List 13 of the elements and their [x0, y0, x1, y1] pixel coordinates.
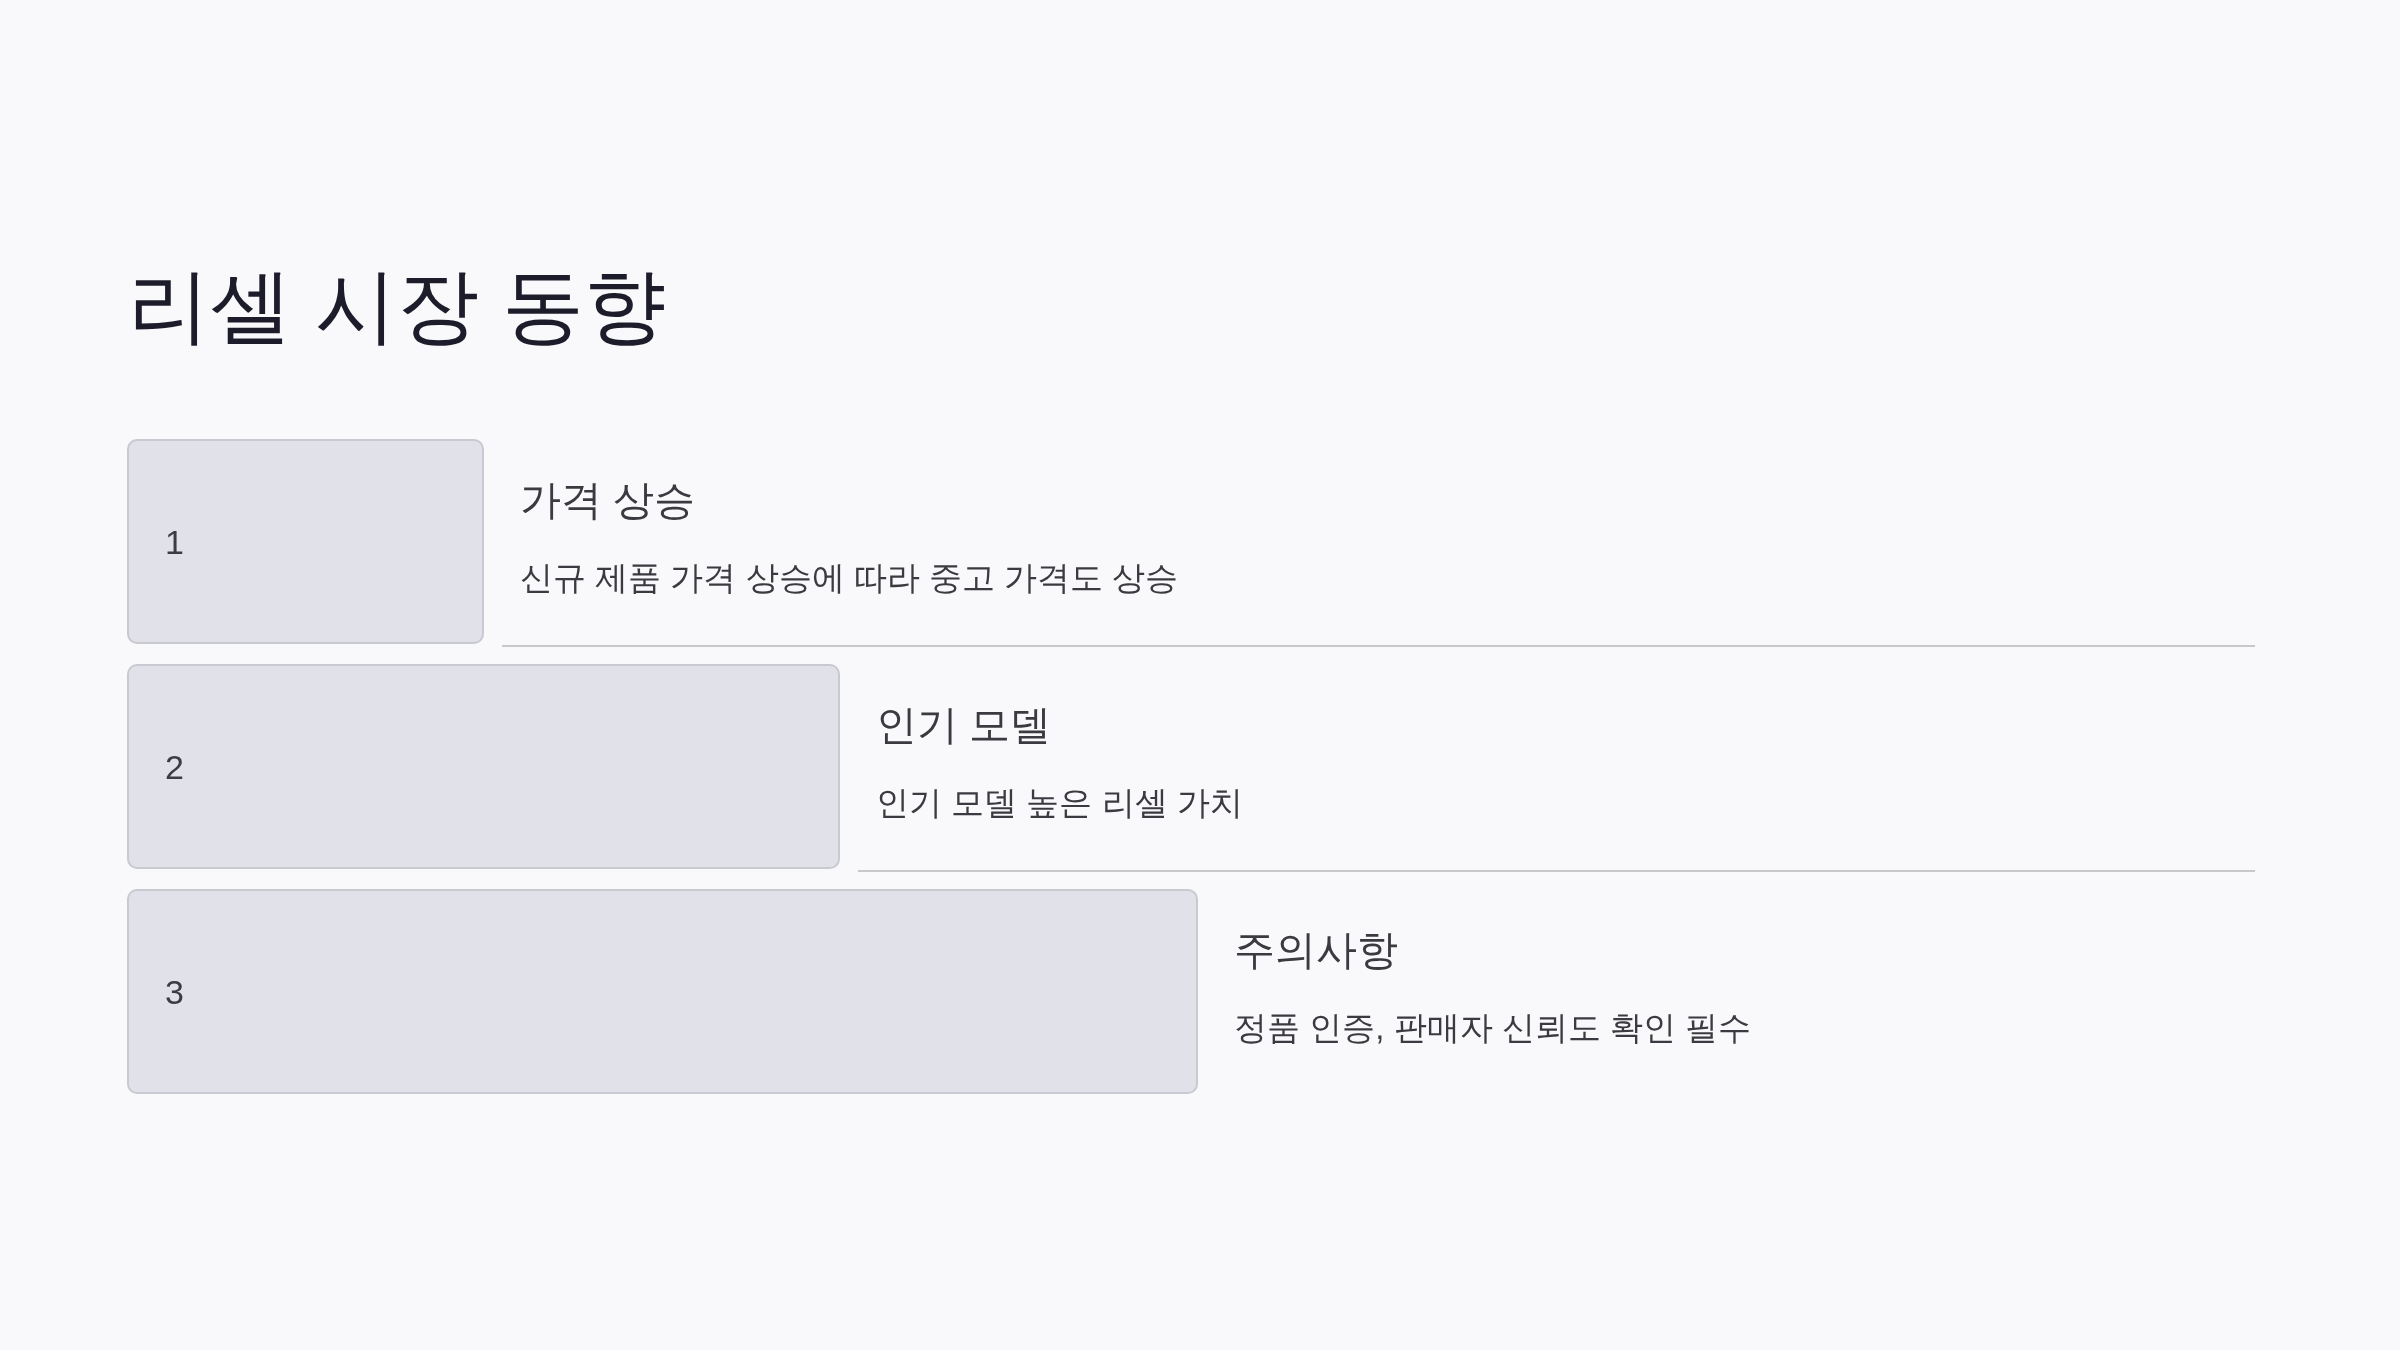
- step-number: 2: [165, 746, 184, 788]
- step-number: 3: [165, 971, 184, 1013]
- title: 리셀 시장 동향: [128, 259, 666, 353]
- numbered-bar: [127, 664, 840, 869]
- numbered-bar: [127, 439, 484, 644]
- row-heading: 인기 모델: [876, 701, 1052, 750]
- row-heading: 가격 상승: [520, 476, 696, 525]
- step-number: 1: [165, 521, 184, 563]
- row-heading: 주의사항: [1234, 926, 1398, 975]
- row-description: 인기 모델 높은 리셀 가치: [876, 783, 1243, 823]
- row-description: 신규 제품 가격 상승에 따라 중고 가격도 상승: [520, 558, 1179, 598]
- numbered-bar: [127, 889, 1198, 1094]
- row-description: 정품 인증, 판매자 신뢰도 확인 필수: [1234, 1008, 1751, 1048]
